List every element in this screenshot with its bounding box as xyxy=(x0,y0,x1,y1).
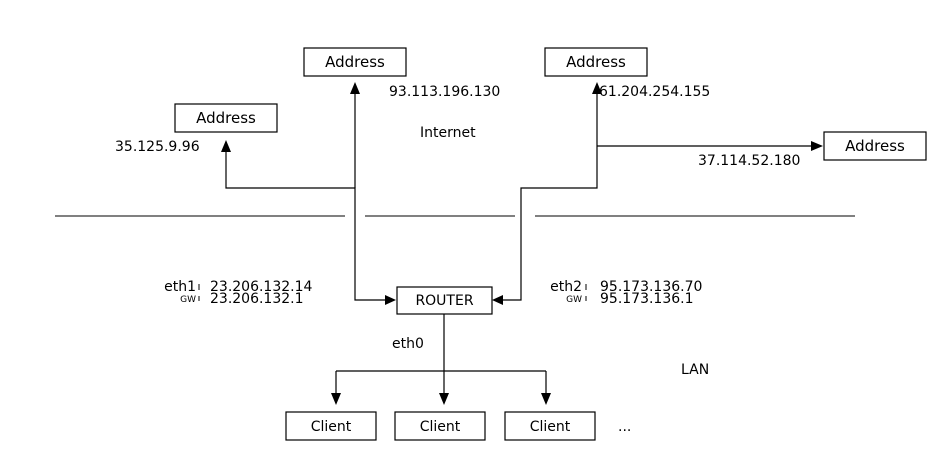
eth1-gw: 23.206.132.1 xyxy=(210,291,304,307)
eth2-name: eth2 xyxy=(550,279,582,295)
address-label: Address xyxy=(845,137,905,155)
address-node-1: Address xyxy=(174,103,278,133)
address-ip: 35.125.9.96 xyxy=(115,139,200,155)
client-label: Client xyxy=(311,419,352,435)
address-label: Address xyxy=(566,53,626,71)
address-ip: 37.114.52.180 xyxy=(698,153,800,169)
eth2-gw: 95.173.136.1 xyxy=(600,291,694,307)
eth2-ip: 95.173.136.70 xyxy=(600,279,702,295)
client-label: Client xyxy=(420,419,461,435)
arrow-to-client-2 xyxy=(439,393,449,405)
address-ip: 93.113.196.130 xyxy=(389,84,500,100)
client-node-2: Client xyxy=(394,411,486,441)
router-label: ROUTER xyxy=(415,293,473,309)
arrow-to-address-1 xyxy=(221,140,231,152)
arrow-into-router-left xyxy=(385,295,396,305)
arrow-to-client-3 xyxy=(541,393,551,405)
eth1-ip: 23.206.132.14 xyxy=(210,279,313,295)
address-node-4: Address xyxy=(823,131,927,161)
eth0-label: eth0 xyxy=(392,336,424,352)
eth2-info: eth2 95.173.136.70 GW 95.173.136.1 xyxy=(550,279,702,307)
link-router-left xyxy=(225,152,388,301)
arrow-into-router-right xyxy=(492,295,503,305)
address-label: Address xyxy=(196,109,256,127)
eth1-gw-label: GW xyxy=(180,295,196,305)
arrow-to-client-1 xyxy=(331,393,341,405)
router-node: ROUTER xyxy=(396,286,493,315)
internet-label: Internet xyxy=(420,125,476,141)
link-router-right xyxy=(502,92,598,301)
arrow-to-address-2 xyxy=(350,82,360,94)
address-node-3: Address xyxy=(544,47,648,77)
client-label: Client xyxy=(530,419,571,435)
arrow-to-address-4 xyxy=(811,141,823,151)
eth2-gw-label: GW xyxy=(566,295,582,305)
address-node-2: Address xyxy=(303,47,407,77)
arrow-to-address-3 xyxy=(592,82,602,94)
client-node-1: Client xyxy=(285,411,377,441)
eth1-name: eth1 xyxy=(164,279,196,295)
eth1-info: eth1 23.206.132.14 GW 23.206.132.1 xyxy=(164,279,312,307)
lan-label: LAN xyxy=(681,362,709,378)
address-label: Address xyxy=(325,53,385,71)
client-node-3: Client xyxy=(504,411,596,441)
clients-more: ... xyxy=(618,419,631,435)
address-ip: 61.204.254.155 xyxy=(599,84,710,100)
